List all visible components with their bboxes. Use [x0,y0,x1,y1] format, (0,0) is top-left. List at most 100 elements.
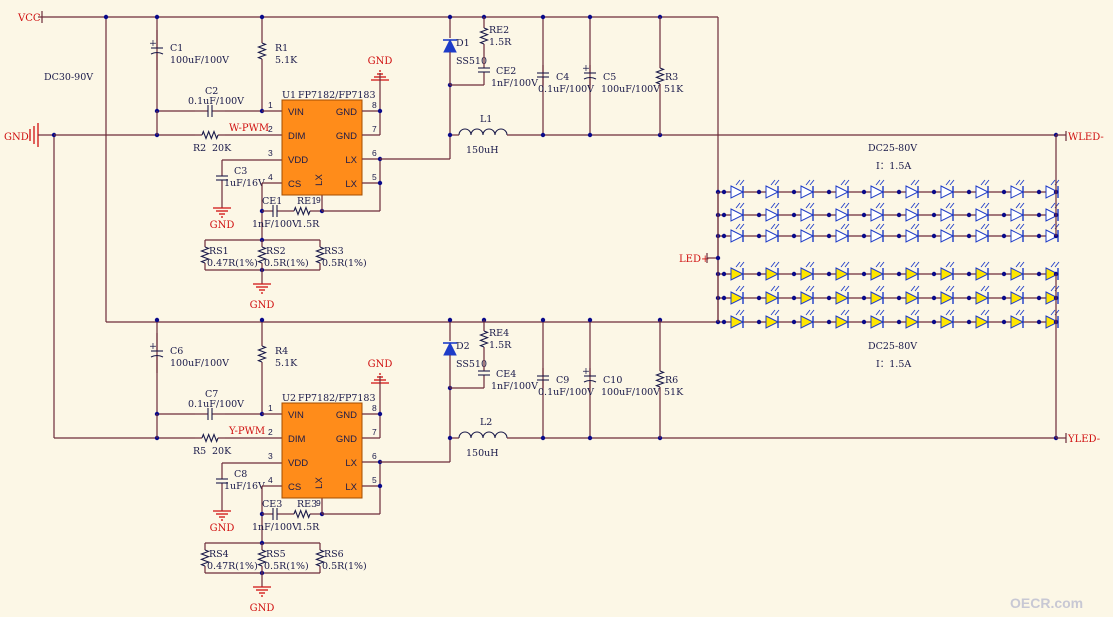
pin-num-6: 6 [372,451,377,461]
cs-capacitor-symbol [272,508,278,520]
driver-ic-ref: U1 [282,90,296,101]
sense-resistor-ref-3: RS3 [324,246,344,257]
cs-capacitor-symbol [272,205,278,217]
driver-ic-part: FP7182/FP7183 [298,393,376,404]
yellow-led-2-5 [870,285,885,305]
sense-ground-symbol [253,283,271,294]
output-capacitor-symbol-1 [537,72,549,78]
junction-dot [966,212,972,218]
input-capacitor-value: 100uF/100V [170,358,229,369]
pin-num-7: 7 [372,427,377,437]
junction-dot [259,14,265,20]
pullup-resistor-value: 5.1K [275,55,298,66]
junction-dot [826,319,832,325]
junction-dot [826,189,832,195]
input-capacitor-symbol: + [149,38,164,55]
yellow-led-3-4 [835,309,850,329]
yellow-led-1-10 [1045,261,1060,281]
diode-ref: D1 [456,38,470,49]
pin-num-9: 9 [316,498,321,508]
output-capacitor-2-value: 100uF/100V [601,387,660,398]
decoupling-capacitor-ref: C2 [205,86,218,97]
sense-resistor-symbol-1 [199,549,211,567]
output-capacitor-1-ref: C4 [556,72,569,83]
white-led-3-10 [1045,223,1060,243]
yellow-led-voltage: DC25-80V [868,341,917,352]
yellow-led-1-1 [730,261,745,281]
driver-ic-ref: U2 [282,393,296,404]
junction-dot [931,212,937,218]
cs-capacitor-value: 1nF/100V [252,522,299,533]
white-led-2-7 [940,202,955,222]
yellow-led-1-7 [940,261,955,281]
gnd-input-label: GND [4,132,29,143]
junction-dot [826,295,832,301]
cs-resistor-ref: RE1 [297,196,317,207]
inductor-symbol [458,128,508,136]
junction-dot [540,435,546,441]
inductor-ref: L1 [480,114,492,125]
junction-dot [791,319,797,325]
pin-num-3: 3 [268,148,273,158]
vdd-capacitor-symbol [216,478,228,484]
vcc-label: VCC [17,13,41,24]
white-led-3-3 [800,223,815,243]
junction-dot [377,180,383,186]
output-capacitor-2-ref: C5 [603,72,616,83]
yellow-led-2-9 [1010,285,1025,305]
sense-resistor-value-1: 0.47R(1%) [207,258,258,269]
white-led-2-3 [800,202,815,222]
diode-value: SS510 [456,359,487,370]
yellow-led-1-5 [870,261,885,281]
junction-dot [721,295,727,301]
yellow-led-2-7 [940,285,955,305]
snubber-resistor-value: 1.5R [489,340,512,351]
junction-dot [861,271,867,277]
junction-dot [1001,271,1007,277]
yellow-led-2-10 [1045,285,1060,305]
snubber-resistor-symbol [478,27,490,45]
yellow-led-3-6 [905,309,920,329]
yellow-led-2-3 [800,285,815,305]
vdd-capacitor-value: 1uF/16V [224,178,265,189]
white-led-1-6 [905,179,920,199]
snubber-capacitor-ref: CE2 [496,66,516,77]
input-capacitor-ref: C6 [170,346,183,357]
snubber-capacitor-symbol [478,67,490,73]
white-led-2-4 [835,202,850,222]
junction-dot [721,212,727,218]
junction-dot [447,132,453,138]
white-led-1-1 [730,179,745,199]
cs-resistor-value: 1.5R [297,219,320,230]
junction-dot [1036,295,1042,301]
sense-resistor-symbol-2 [256,549,268,567]
snubber-capacitor-symbol [478,370,490,376]
junction-dot [721,271,727,277]
pwm-net-label: W-PWM [229,123,269,134]
sense-resistor-ref-3: RS6 [324,549,344,560]
pin-num-5: 5 [372,475,377,485]
junction-dot [377,483,383,489]
pullup-resistor-value: 5.1K [275,358,298,369]
junction-dot [861,212,867,218]
output-resistor-ref: R6 [665,375,678,386]
junction-dot [1036,212,1042,218]
pin-num-5: 5 [372,172,377,182]
pin-num-8: 8 [372,403,377,413]
junction-dot [931,233,937,239]
gnd-input-port: GND [4,123,39,147]
pin-dim-label: DIM [288,131,306,142]
pin-cs-label: CS [288,179,301,190]
svg-text:+: + [149,341,157,352]
sense-resistor-symbol-3 [314,246,326,264]
junction-dot [791,189,797,195]
yellow-led-3-2 [765,309,780,329]
yellow-led-1-4 [835,261,850,281]
pin-lx2-label: LX [345,482,357,493]
ic-ground-label: GND [368,56,393,67]
driver-ic-body [281,402,363,499]
junction-dot [1036,233,1042,239]
junction-dot [931,319,937,325]
